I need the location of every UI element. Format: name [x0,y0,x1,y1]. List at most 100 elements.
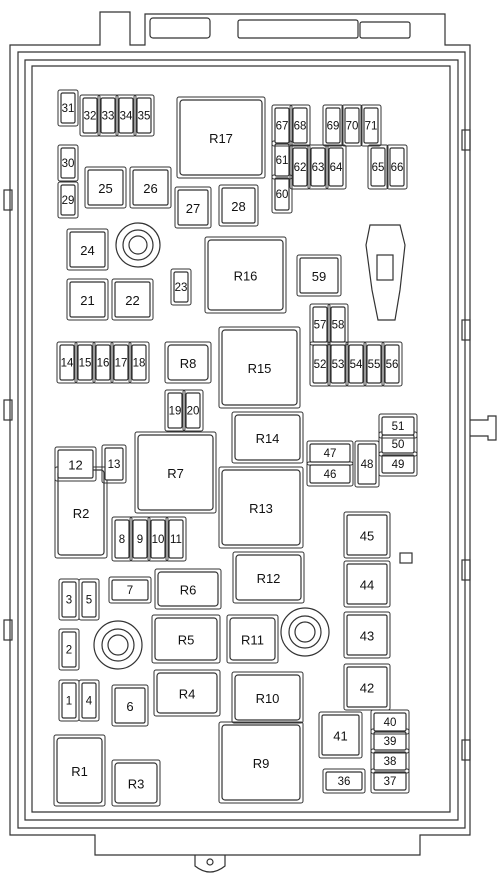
relay-socket [164,341,212,384]
fuse-body [114,687,146,724]
fuse-label: 63 [312,162,325,174]
fuse-socket [164,389,186,432]
fuse-label: 21 [80,293,94,308]
relay-label: R15 [248,361,272,376]
relay-socket [232,551,305,604]
fuse-label: 6 [126,699,133,714]
fuse-label: 54 [350,359,363,371]
relay-socket [204,236,287,314]
relay-socket [176,96,266,179]
fuse-socket [78,578,100,621]
fuse-body [100,97,116,134]
relay-body [114,762,158,804]
fuse-body [185,392,201,429]
fuse-socket [133,94,155,137]
fuse-label: 34 [120,111,133,123]
fuse-socket [363,341,385,387]
relay-r12: R12 [232,551,305,604]
fuse-27: 27 [174,186,212,229]
fuse-body [168,519,184,559]
relay-socket [153,669,221,717]
fuse-body [60,147,76,179]
fuse-socket [367,144,389,190]
relay-body [137,434,214,511]
fuse-label: 33 [102,111,115,123]
relay-label: R16 [234,269,258,284]
fuse-socket [110,341,132,384]
fuse-body [61,581,77,618]
fuse-53: 53 [327,341,349,387]
fuse-socket [128,341,150,384]
fuse-socket [74,341,96,384]
fuse-23: 23 [170,268,192,306]
relay-socket [231,671,304,724]
fuse-label: 15 [79,358,92,370]
fuse-3: 3 [58,578,80,621]
fuse-body [57,449,94,479]
fuse-59: 59 [296,254,342,297]
fuse-body [173,271,189,303]
fuse-socket [170,268,192,306]
fuse-label: 51 [392,421,405,433]
fuse-body [373,751,407,771]
relay-r5: R5 [151,614,221,664]
relay-label: R17 [209,131,233,146]
fuse-44: 44 [343,560,391,608]
fuse-socket [327,303,349,346]
fuse-label: 58 [332,320,345,332]
fuse-label: 57 [314,320,327,332]
fuse-label: 36 [338,776,351,788]
fuse-label: 59 [312,269,326,284]
fuse-label: 31 [62,103,75,115]
fuse-body [69,231,106,268]
components: R17R16R15R14R13R12R11R10R9R8R7R6R5R4R3R2… [53,89,418,807]
fuse-body [59,344,75,381]
fuse-64: 64 [325,144,347,190]
fuse-body [325,107,341,144]
fuse-label: 16 [97,358,110,370]
fuse-socket [147,516,169,562]
fuse-socket [92,341,114,384]
fuse-body [177,189,209,226]
fuse-31: 31 [57,89,79,127]
fuse-33: 33 [97,94,119,137]
fuse-label: 38 [384,756,397,768]
fuse-label: 35 [138,111,151,123]
fuse-label: 32 [84,111,97,123]
fuse-68: 68 [289,104,311,147]
fuse-label: 9 [137,534,143,546]
fuse-label: 29 [62,195,75,207]
fuse-socket [111,516,133,562]
fuse-63: 63 [307,144,329,190]
fuse-socket [343,663,391,711]
fuse-body [61,682,77,719]
fuse-body [274,143,290,177]
relay-body [207,239,284,311]
fuse-6: 6 [111,684,149,727]
fuse-body [384,344,400,384]
fuse-9: 9 [129,516,151,562]
fuse-label: 12 [68,458,82,473]
fuse-58: 58 [327,303,349,346]
fuse-body [60,184,76,216]
fuse-label: 10 [152,534,165,546]
fuse-51: 51 [378,413,418,439]
fuse-socket [79,94,101,137]
fuse-30: 30 [57,144,79,182]
fuse-17: 17 [110,341,132,384]
relay-r7: R7 [134,431,217,514]
relay-socket [154,568,222,610]
relay-label: R14 [256,431,280,446]
fuse-label: 53 [332,359,345,371]
relay-r14: R14 [231,411,304,464]
relay-r6: R6 [154,568,222,610]
fuse-socket [370,709,410,735]
fuse-body [309,443,351,463]
fuse-70: 70 [341,104,363,147]
fuse-body [132,169,169,206]
fuse-71: 71 [360,104,382,147]
fuse-42: 42 [343,663,391,711]
fuse-label: 70 [346,121,359,133]
relay-label: R13 [249,501,273,516]
fuse-socket [307,144,329,190]
